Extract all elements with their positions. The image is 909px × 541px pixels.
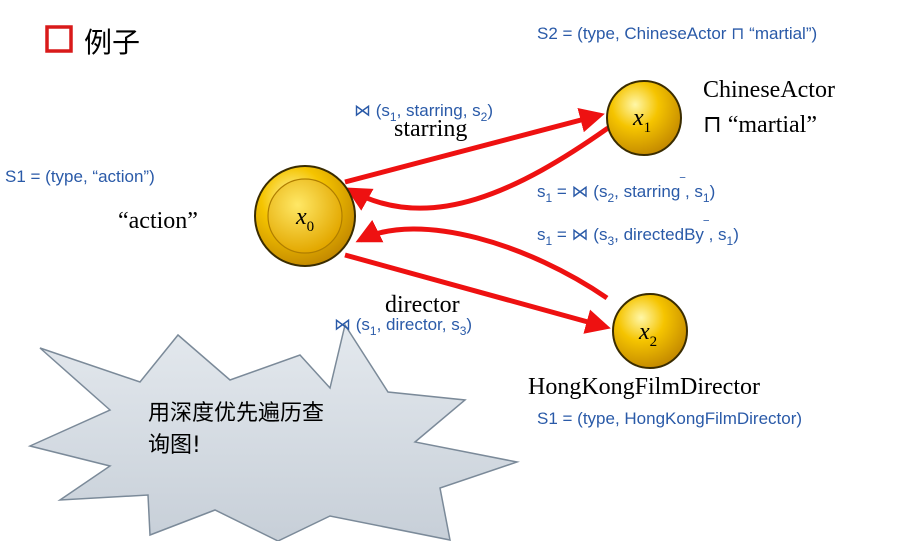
spec-s2-x1: S2 = (type, ChineseActor ⊓ “martial”)	[537, 24, 817, 43]
x1-class-label-line1: ChineseActor	[703, 77, 835, 103]
title-bullet-icon	[45, 25, 73, 53]
node-x0-label: x0	[295, 204, 314, 235]
callout-burst	[27, 323, 520, 541]
callout-text-line1: 用深度优先遍历查	[148, 401, 324, 426]
node-x2-label: x2	[638, 319, 657, 350]
edge-label-director: director	[385, 292, 460, 318]
formula-reverse-starring: s1 = ⋈ (s2, starring‾, s1)	[537, 175, 715, 205]
arrow-x2-to-x0-reverse	[355, 219, 609, 301]
edge-label-starring: starring	[394, 116, 467, 142]
node-x1: x1	[606, 80, 682, 156]
formula-reverse-directedby: s1 = ⋈ (s3, directedBy‾, s1)	[537, 218, 739, 248]
spec-s1-x2: S1 = (type, HongKongFilmDirector)	[537, 409, 802, 428]
x0-literal-label: “action”	[118, 208, 198, 234]
arrow-x0-to-x2-director	[344, 252, 611, 334]
arrow-x1-to-x0-reverse	[345, 125, 610, 211]
arrow-x0-to-x1-starring	[344, 107, 605, 185]
node-x1-label: x1	[632, 105, 651, 136]
page-title: 例子	[84, 26, 140, 59]
x1-class-label-line2: ⊓ “martial”	[703, 112, 817, 138]
join-director: ⋈ (s1, director, s3)	[334, 315, 472, 338]
spec-s1-x0: S1 = (type, “action”)	[5, 167, 155, 186]
node-x2: x2	[612, 293, 688, 369]
join-starring: ⋈ (s1, starring, s2)	[354, 101, 493, 124]
callout-text-line2: 询图!	[148, 433, 201, 458]
node-x0: x0	[254, 165, 356, 267]
x2-class-label: HongKongFilmDirector	[528, 374, 760, 400]
